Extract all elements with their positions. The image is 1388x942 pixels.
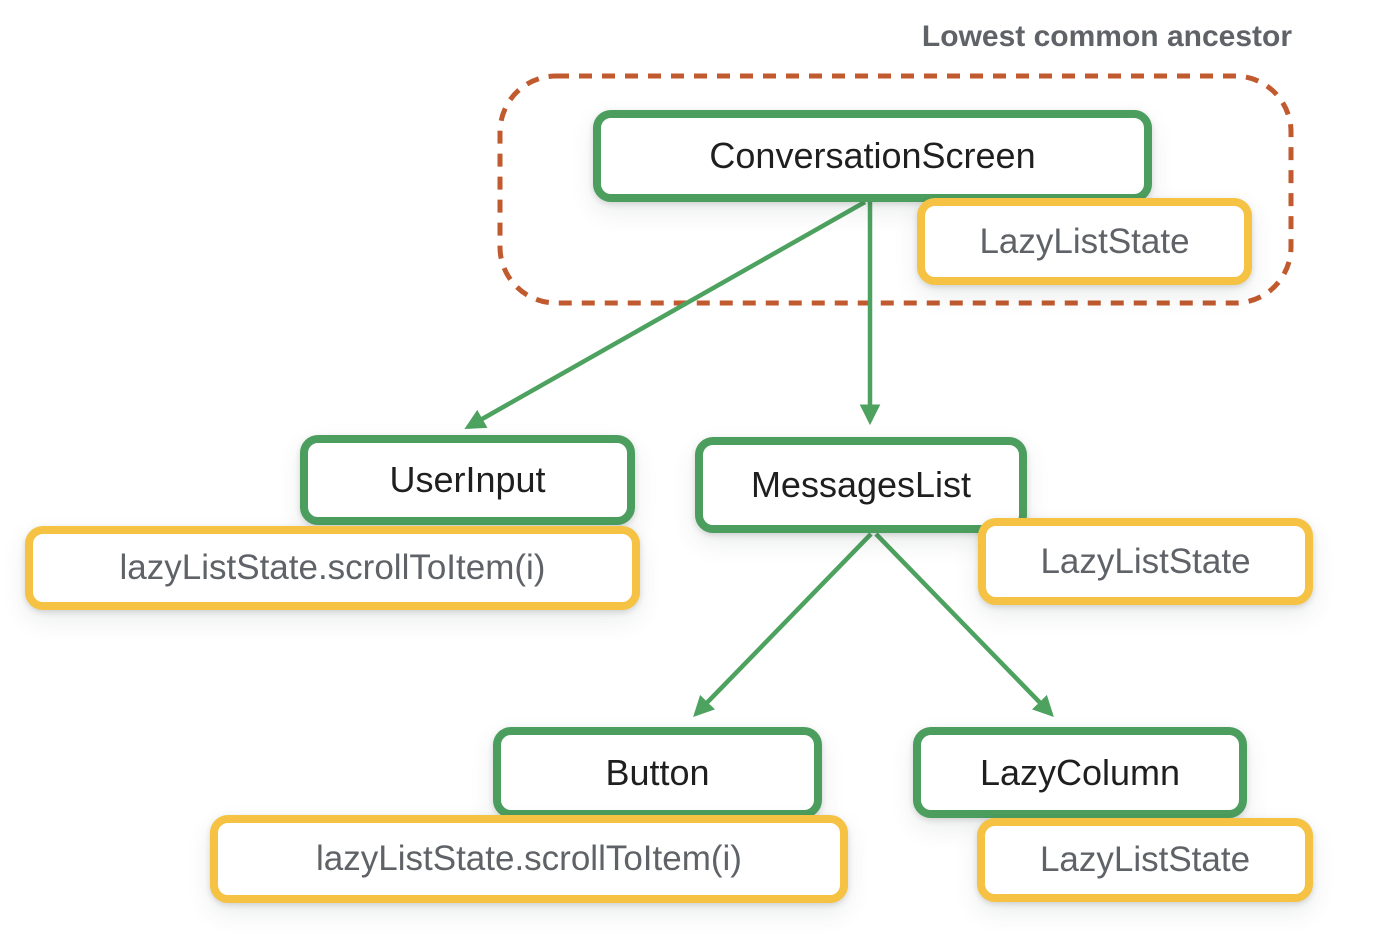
call-badge-user-input-label: lazyListState.scrollToItem(i) xyxy=(119,548,546,587)
state-badge-messages-list-label: LazyListState xyxy=(1040,541,1251,581)
lca-group-label: Lowest common ancestor xyxy=(921,20,1292,53)
node-conversation-screen: ConversationScreen xyxy=(593,110,1152,202)
node-button: Button xyxy=(493,727,822,818)
call-badge-user-input: lazyListState.scrollToItem(i) xyxy=(25,526,640,610)
edge-conversationscreen-to-userinput xyxy=(464,200,867,430)
call-badge-button: lazyListState.scrollToItem(i) xyxy=(210,815,848,903)
state-badge-lazy-column-label: LazyListState xyxy=(1039,840,1251,879)
state-badge-conversation-screen: LazyListState xyxy=(917,198,1252,285)
node-messages-list: MessagesList xyxy=(695,437,1027,533)
state-badge-lazy-column: LazyListState xyxy=(977,818,1313,902)
node-lazy-column-label: LazyColumn xyxy=(979,751,1181,793)
node-messages-list-label: MessagesList xyxy=(750,464,972,505)
edge-messageslist-to-lazycolumn xyxy=(874,532,1054,717)
state-badge-conversation-screen-label: LazyListState xyxy=(979,221,1190,261)
node-conversation-screen-label: ConversationScreen xyxy=(709,135,1036,176)
node-user-input: UserInput xyxy=(300,435,635,525)
node-lazy-column: LazyColumn xyxy=(913,727,1247,818)
node-user-input-label: UserInput xyxy=(389,459,546,500)
state-badge-messages-list: LazyListState xyxy=(978,518,1313,605)
edge-messageslist-to-button xyxy=(693,532,873,717)
node-button-label: Button xyxy=(605,751,710,793)
call-badge-button-label: lazyListState.scrollToItem(i) xyxy=(316,839,742,878)
